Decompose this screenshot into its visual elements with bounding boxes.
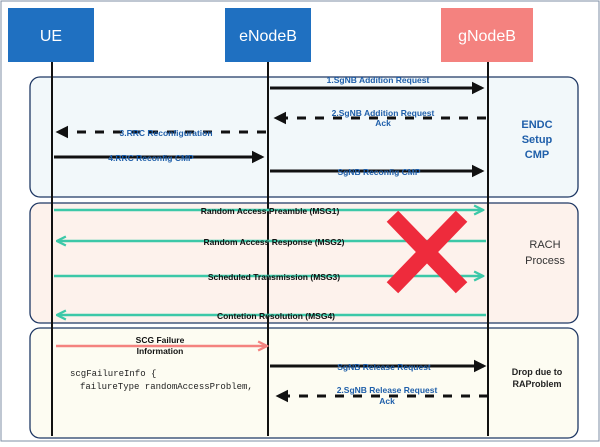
endc-section bbox=[29, 76, 579, 198]
enb-entity: eNodeB bbox=[225, 8, 311, 62]
msg3-label: Scheduled Transmission (MSG3) bbox=[208, 272, 340, 282]
code-line-2: failureType randomAccessProblem, bbox=[80, 382, 253, 392]
msg-rrc-reconfiguration-label: 3.RRC Reconfiguration bbox=[119, 128, 212, 138]
enb-label: eNodeB bbox=[239, 28, 297, 45]
gnb-label: gNodeB bbox=[458, 28, 516, 45]
gnb-box bbox=[441, 8, 533, 62]
ue-entity: UE bbox=[8, 8, 94, 62]
cross-stroke-2 bbox=[386, 210, 468, 294]
code-line-1: scgFailureInfo { bbox=[70, 369, 156, 379]
drop-label-1: Drop due to bbox=[512, 367, 563, 377]
msg-sgnb-reconfig-cmp-label: SgNB Reconfig CMP bbox=[337, 167, 420, 177]
msg2-label: Random Access Response (MSG2) bbox=[204, 237, 345, 247]
scg-failure-label-2: Information bbox=[137, 346, 184, 356]
endc-label-2: Setup bbox=[522, 134, 553, 146]
rach-label-2: Process bbox=[525, 255, 565, 267]
msg-sgnb-addition-ack-label-2: Ack bbox=[375, 118, 391, 128]
sgnb-release-ack-label-1: 2.SgNB Release Request bbox=[337, 385, 438, 395]
msg-rrc-reconfig-cmp-label: 4.RRC Reconfig CMP bbox=[108, 153, 194, 163]
msg-sgnb-addition-ack-label-1: 2.SgNB Addition Request bbox=[332, 108, 435, 118]
ue-box bbox=[8, 8, 94, 62]
endc-label-1: ENDC bbox=[521, 119, 552, 131]
rach-section bbox=[29, 202, 579, 324]
endc-label-3: CMP bbox=[525, 149, 549, 161]
msg-sgnb-addition-request-label: 1.SgNB Addition Request bbox=[327, 75, 430, 85]
scg-failure-label-1: SCG Failure bbox=[136, 335, 185, 345]
drop-section bbox=[29, 327, 579, 439]
failure-cross-icon bbox=[386, 210, 468, 294]
msg1-label: Random Access Preamble (MSG1) bbox=[201, 206, 340, 216]
rach-label-1: RACH bbox=[529, 239, 560, 251]
sgnb-release-request-label: SgNB Release Request bbox=[337, 362, 431, 372]
gnb-entity: gNodeB bbox=[441, 8, 533, 62]
msg4-label: Contetion Resolution (MSG4) bbox=[217, 311, 335, 321]
ue-label: UE bbox=[40, 28, 62, 45]
enb-box bbox=[225, 8, 311, 62]
drop-label-2: RAProblem bbox=[512, 379, 561, 389]
sgnb-release-ack-label-2: Ack bbox=[379, 396, 395, 406]
